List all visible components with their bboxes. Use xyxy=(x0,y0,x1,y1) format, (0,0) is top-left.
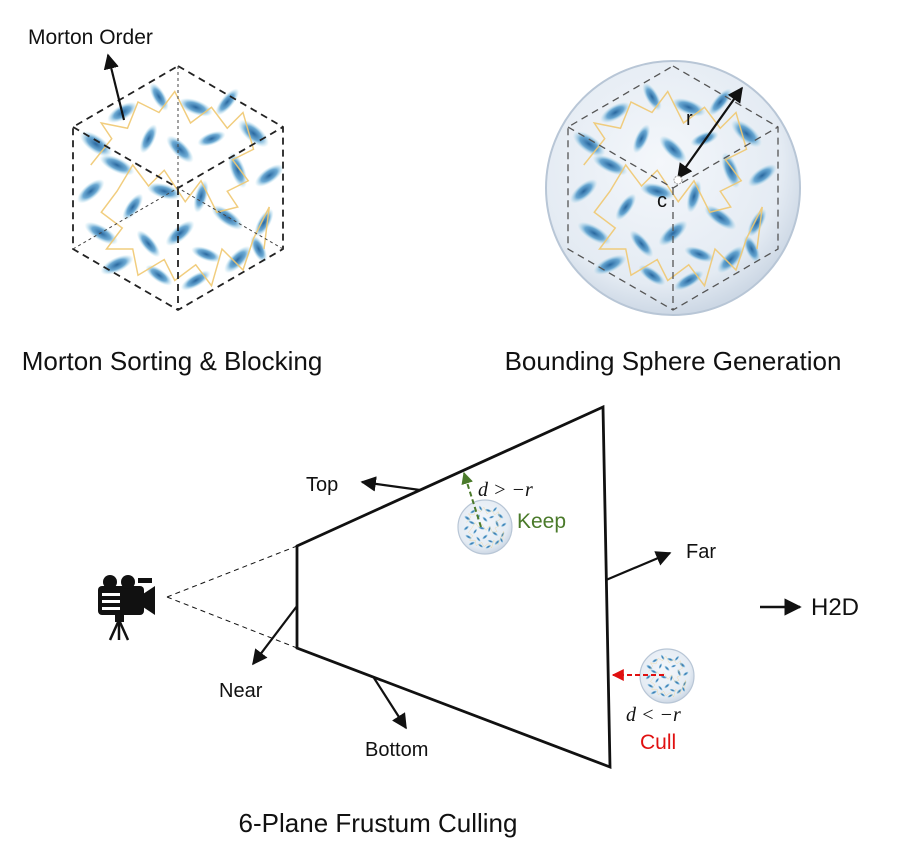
cull-condition: d < −r xyxy=(626,704,681,726)
center-label: c xyxy=(657,190,667,212)
sphere-center-point xyxy=(673,175,683,185)
keep-distance-arrow xyxy=(461,471,482,528)
keep-condition: d > −r xyxy=(478,479,533,501)
cull-sphere xyxy=(639,648,695,704)
radius-label: r xyxy=(686,108,693,130)
radius-arrow xyxy=(677,86,743,180)
keep-sphere xyxy=(457,499,513,555)
camera-icon xyxy=(98,575,155,641)
morton-order-arrow xyxy=(103,53,126,121)
top-plane-label: Top xyxy=(306,474,338,496)
cube-edges-hidden xyxy=(72,66,284,250)
cull-label: Cull xyxy=(640,731,676,754)
bottom-normal-arrow xyxy=(373,677,407,730)
keep-label: Keep xyxy=(517,510,566,533)
frustum-caption: 6-Plane Frustum Culling xyxy=(239,808,518,838)
cube-caption: Morton Sorting & Blocking xyxy=(22,346,323,376)
morton-order-label: Morton Order xyxy=(28,26,153,49)
bottom-plane-label: Bottom xyxy=(365,739,428,761)
h2d-label: H2D xyxy=(811,594,859,621)
near-normal-arrow xyxy=(252,605,298,666)
far-normal-arrow xyxy=(605,551,672,582)
top-normal-arrow xyxy=(360,476,421,492)
sphere-caption: Bounding Sphere Generation xyxy=(505,346,842,376)
far-plane-label: Far xyxy=(686,541,716,563)
bounding-sphere: r c xyxy=(545,60,801,316)
near-plane-label: Near xyxy=(219,680,263,702)
sphere-inner-cube xyxy=(567,65,779,311)
frustum-outline xyxy=(295,404,612,770)
morton-cube: Morton Order xyxy=(28,26,288,312)
